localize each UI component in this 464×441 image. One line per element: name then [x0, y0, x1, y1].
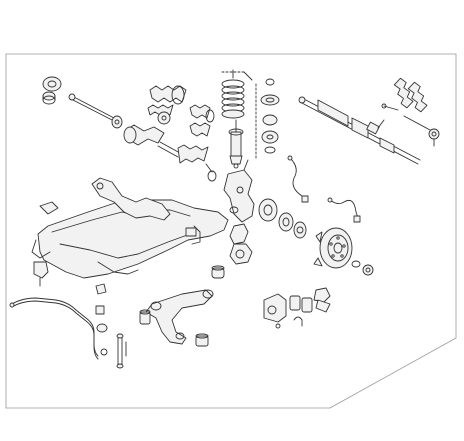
drive-shaft-icon — [123, 124, 217, 182]
cv-boot-icon — [147, 85, 215, 137]
frame-border — [5, 53, 457, 409]
stabilizer-bar-icon — [9, 283, 108, 360]
abs-sensor-icon — [287, 155, 361, 223]
stabilizer-link-icon — [100, 333, 127, 369]
shock-absorber-icon — [228, 119, 244, 169]
coil-spring-icon — [221, 69, 253, 119]
steering-knuckle-icon — [223, 159, 255, 265]
tie-rod-end-icon — [403, 115, 440, 147]
strut-mount-icon — [42, 76, 62, 105]
spring-seat-icon — [255, 78, 280, 159]
brake-caliper-icon — [263, 287, 331, 329]
wheel-hub-icon — [258, 198, 307, 239]
rack-boot-icon — [381, 77, 428, 113]
steering-rack-icon — [298, 96, 421, 165]
subframe-icon — [31, 177, 229, 287]
brake-disc-icon — [313, 227, 374, 276]
control-arm-icon — [145, 289, 214, 347]
bushing-icon — [139, 206, 239, 325]
tie-rod-icon — [68, 93, 123, 129]
